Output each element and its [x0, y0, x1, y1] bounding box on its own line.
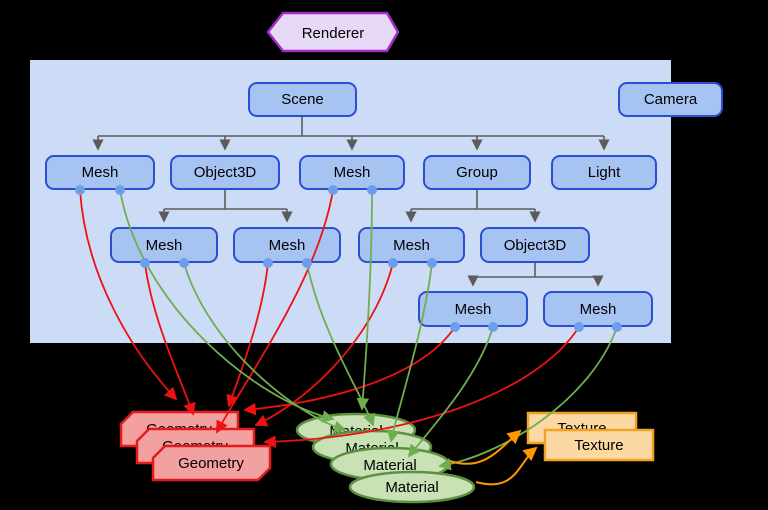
- material-label: Material: [345, 440, 398, 457]
- geometry-card: [119, 410, 240, 448]
- geometry-stack: Geometry Geometry Geometry: [119, 410, 272, 482]
- node-label: Object3D: [193, 164, 257, 181]
- renderer-label: Renderer: [302, 25, 365, 42]
- material-stack: Material Material Material Material: [295, 412, 476, 504]
- texture-card: [526, 411, 638, 445]
- node-mesh-r2-3: Mesh: [358, 227, 465, 263]
- material-ellipse: [311, 429, 433, 465]
- node-mesh-r1-1: Mesh: [45, 155, 155, 190]
- node-label: Mesh: [145, 236, 183, 254]
- node-mesh-r3-1: Mesh: [418, 291, 528, 327]
- material-ellipse: [329, 446, 451, 482]
- texture-link: [475, 446, 538, 486]
- node-scene: Scene: [248, 82, 357, 117]
- node-object3d-r1: Object3D: [170, 155, 280, 190]
- node-label: Light: [587, 164, 621, 181]
- geometry-link: [263, 326, 580, 448]
- node-group-r1: Group: [423, 155, 531, 190]
- node-mesh-r1-2: Mesh: [299, 155, 405, 190]
- node-label: Mesh: [393, 236, 430, 254]
- node-label: Mesh: [81, 164, 119, 181]
- material-ellipse: [348, 470, 476, 504]
- material-label: Material: [329, 423, 382, 440]
- renderer-node: Renderer: [266, 11, 400, 53]
- texture-label: Texture: [574, 437, 623, 454]
- material-ellipse: [295, 412, 417, 448]
- node-mesh-r3-2: Mesh: [543, 291, 653, 327]
- renderer-hexagon: [266, 11, 400, 53]
- geometry-card: [151, 444, 272, 482]
- node-object3d-r2: Object3D: [480, 227, 590, 263]
- node-label: Mesh: [579, 300, 617, 318]
- material-link: [407, 326, 494, 458]
- geometry-label: Geometry: [162, 438, 228, 455]
- node-light-r1: Light: [551, 155, 657, 190]
- node-label: Mesh: [454, 300, 492, 318]
- geometry-label: Geometry: [178, 455, 244, 472]
- texture-links: [449, 429, 538, 486]
- node-scene-label: Scene: [281, 91, 324, 108]
- node-camera-label: Camera: [643, 91, 698, 108]
- node-label: Group: [456, 164, 498, 181]
- node-label: Object3D: [503, 236, 567, 254]
- texture-label: Texture: [557, 420, 606, 437]
- node-mesh-r2-2: Mesh: [233, 227, 341, 263]
- node-label: Mesh: [333, 164, 371, 181]
- material-label: Material: [385, 479, 438, 496]
- texture-stack: Texture Texture: [526, 411, 655, 462]
- material-link: [438, 326, 618, 471]
- node-label: Mesh: [268, 236, 306, 254]
- texture-link: [449, 429, 522, 465]
- geometry-card: [135, 427, 256, 465]
- node-mesh-r2-1: Mesh: [110, 227, 218, 263]
- material-label: Material: [363, 457, 416, 474]
- geometry-label: Geometry: [146, 421, 212, 438]
- node-camera: Camera: [618, 82, 723, 117]
- texture-card: [543, 428, 655, 462]
